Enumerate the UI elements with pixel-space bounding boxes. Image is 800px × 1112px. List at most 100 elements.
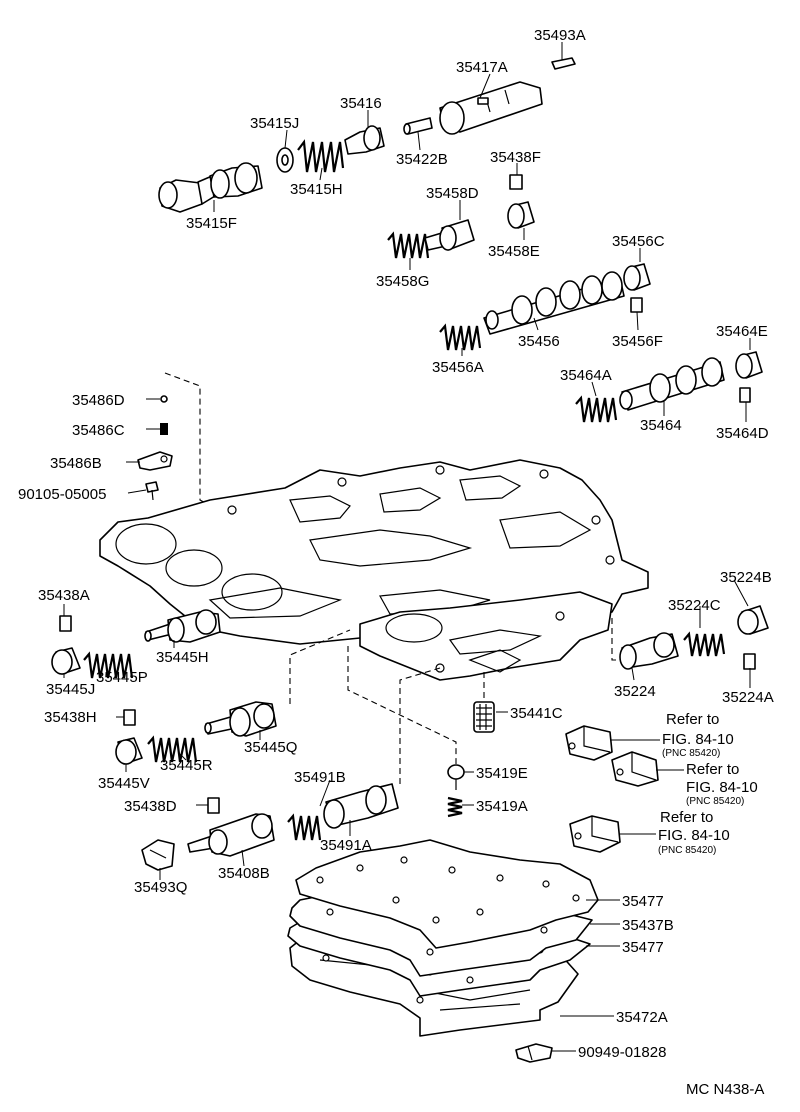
label-35486B[interactable]: 35486B bbox=[50, 455, 102, 472]
clip-35438A bbox=[59, 615, 72, 632]
label-35419A[interactable]: 35419A bbox=[476, 798, 528, 815]
assembly-line-lower bbox=[399, 667, 441, 784]
label-35456[interactable]: 35456 bbox=[518, 333, 560, 350]
lower-valve-body bbox=[359, 591, 613, 681]
valve-35408B bbox=[187, 813, 275, 857]
label-35493Q[interactable]: 35493Q bbox=[134, 879, 187, 896]
label-35458E[interactable]: 35458E bbox=[488, 243, 540, 260]
pin-35493Q bbox=[141, 839, 175, 871]
sleeve-35417A bbox=[439, 81, 543, 135]
plate-35477-upper bbox=[295, 839, 599, 949]
clip-35438H bbox=[123, 709, 136, 726]
label-35477-lower[interactable]: 35477 bbox=[622, 939, 664, 956]
bracket-35486B bbox=[137, 451, 173, 471]
label-35441C[interactable]: 35441C bbox=[510, 705, 563, 722]
label-35477-upper[interactable]: 35477 bbox=[622, 893, 664, 910]
label-35417A[interactable]: 35417A bbox=[456, 59, 508, 76]
assembly-line-right bbox=[611, 618, 620, 661]
label-35445R[interactable]: 35445R bbox=[160, 757, 213, 774]
label-35224[interactable]: 35224 bbox=[614, 683, 656, 700]
spring-35445R bbox=[147, 735, 198, 763]
label-35416[interactable]: 35416 bbox=[340, 95, 382, 112]
ref-2-line1: Refer to bbox=[686, 761, 739, 778]
solenoid-ref-3 bbox=[569, 815, 621, 853]
label-35437B[interactable]: 35437B bbox=[622, 917, 674, 934]
ball-35419E bbox=[447, 764, 465, 790]
label-35445V[interactable]: 35445V bbox=[98, 775, 150, 792]
filter-35441C bbox=[473, 701, 495, 733]
clip-35224A bbox=[743, 653, 756, 670]
label-35445P[interactable]: 35445P bbox=[96, 669, 148, 686]
plug-35445V bbox=[115, 737, 143, 765]
clip-90949-01828 bbox=[515, 1043, 553, 1063]
ref-3-line1: Refer to bbox=[660, 809, 713, 826]
label-35438A[interactable]: 35438A bbox=[38, 587, 90, 604]
ref-2-line2[interactable]: FIG. 84-10 bbox=[686, 779, 758, 796]
label-35408B[interactable]: 35408B bbox=[218, 865, 270, 882]
ref-1-line2[interactable]: FIG. 84-10 bbox=[662, 731, 734, 748]
label-35486C[interactable]: 35486C bbox=[72, 422, 125, 439]
label-35472A[interactable]: 35472A bbox=[616, 1009, 668, 1026]
plug-35458E bbox=[507, 201, 535, 229]
label-35445Q[interactable]: 35445Q bbox=[244, 739, 297, 756]
label-35415J[interactable]: 35415J bbox=[250, 115, 299, 132]
label-35464E[interactable]: 35464E bbox=[716, 323, 768, 340]
valve-35445Q-group bbox=[204, 701, 277, 737]
valve-35456-group bbox=[483, 271, 625, 335]
label-35464D[interactable]: 35464D bbox=[716, 425, 769, 442]
ref-1-line1: Refer to bbox=[666, 711, 719, 728]
leader-lines bbox=[63, 42, 751, 1052]
ref-2-line3: (PNC 85420) bbox=[686, 796, 744, 807]
label-35456F[interactable]: 35456F bbox=[612, 333, 663, 350]
label-35458D[interactable]: 35458D bbox=[426, 185, 479, 202]
label-35456C[interactable]: 35456C bbox=[612, 233, 665, 250]
spring-35419A bbox=[447, 796, 463, 818]
pin-35493A bbox=[551, 57, 576, 70]
label-35456A[interactable]: 35456A bbox=[432, 359, 484, 376]
label-35464A[interactable]: 35464A bbox=[560, 367, 612, 384]
label-90105-05005[interactable]: 90105-05005 bbox=[18, 486, 106, 503]
label-35493A[interactable]: 35493A bbox=[534, 27, 586, 44]
valve-35458D-group bbox=[387, 219, 475, 259]
label-35419E[interactable]: 35419E bbox=[476, 765, 528, 782]
label-35464[interactable]: 35464 bbox=[640, 417, 682, 434]
plug-35416 bbox=[344, 125, 385, 155]
spring-35224C bbox=[683, 631, 726, 657]
washer-35415J bbox=[276, 147, 294, 173]
label-35486D[interactable]: 35486D bbox=[72, 392, 125, 409]
label-35445J[interactable]: 35445J bbox=[46, 681, 95, 698]
plug-35464E bbox=[735, 351, 763, 379]
valve-35491A-group bbox=[287, 783, 399, 841]
label-35491B[interactable]: 35491B bbox=[294, 769, 346, 786]
diagram-code: MC N438-A bbox=[686, 1081, 764, 1098]
label-35438D[interactable]: 35438D bbox=[124, 798, 177, 815]
solenoid-ref-1 bbox=[565, 725, 613, 761]
label-90949-01828[interactable]: 90949-01828 bbox=[578, 1044, 666, 1061]
label-35438F[interactable]: 35438F bbox=[490, 149, 541, 166]
clip-35438F bbox=[509, 174, 523, 190]
label-35224C[interactable]: 35224C bbox=[668, 597, 721, 614]
clip-35438D bbox=[207, 797, 220, 814]
ref-3-line2[interactable]: FIG. 84-10 bbox=[658, 827, 730, 844]
ball-35486D bbox=[160, 395, 168, 403]
label-35445H[interactable]: 35445H bbox=[156, 649, 209, 666]
valve-35464-group bbox=[575, 357, 725, 423]
plug-35224B bbox=[737, 605, 769, 635]
label-35491A[interactable]: 35491A bbox=[320, 837, 372, 854]
label-35422B[interactable]: 35422B bbox=[396, 151, 448, 168]
pin-35422B bbox=[403, 117, 433, 135]
ref-1-line3: (PNC 85420) bbox=[662, 748, 720, 759]
label-35415F[interactable]: 35415F bbox=[186, 215, 237, 232]
spring-35486C bbox=[160, 423, 168, 435]
reference-notes: Refer to FIG. 84-10 (PNC 85420) Refer to… bbox=[658, 711, 758, 856]
label-35415H[interactable]: 35415H bbox=[290, 181, 343, 198]
label-35224A[interactable]: 35224A bbox=[722, 689, 774, 706]
label-35224B[interactable]: 35224B bbox=[720, 569, 772, 586]
plug-35445J bbox=[51, 647, 81, 675]
label-35438H[interactable]: 35438H bbox=[44, 709, 97, 726]
part-labels: 35493A 35417A 35416 35415J 35422B 35438F… bbox=[18, 27, 774, 1061]
label-35458G[interactable]: 35458G bbox=[376, 273, 429, 290]
valve-35415F-group bbox=[158, 162, 263, 213]
bolt-90105-05005 bbox=[145, 481, 159, 501]
upper-valve-body bbox=[99, 459, 649, 645]
